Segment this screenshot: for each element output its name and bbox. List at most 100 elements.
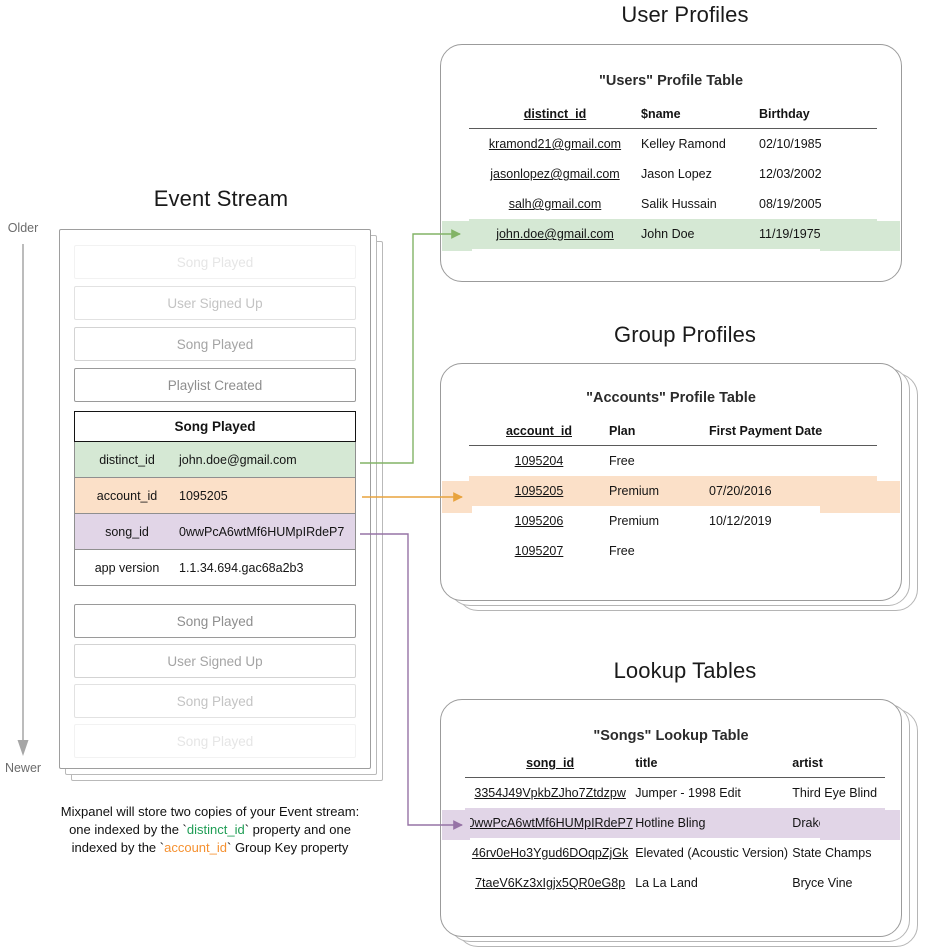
cell-song-id: 7taeV6Kz3xIgjx5QR0eG8p xyxy=(475,876,626,890)
column-header-plan: Plan xyxy=(609,424,636,438)
event-card[interactable]: Song Played xyxy=(74,684,356,718)
property-key: song_id xyxy=(105,524,149,539)
cell-song-id: 0wwPcA6wtMf6HUMpIRdeP7 xyxy=(467,816,633,830)
table-row[interactable]: 1095207 Free xyxy=(469,536,877,566)
group-profiles-panel: "Accounts" Profile Table account_id Plan… xyxy=(440,363,918,615)
cell-title: La La Land xyxy=(635,876,698,890)
event-card-label: Song Played xyxy=(176,733,254,749)
table-row-highlighted[interactable]: 0wwPcA6wtMf6HUMpIRdeP7 Hotline Bling Dra… xyxy=(465,808,885,838)
timeline-newer-label: Newer xyxy=(4,761,42,775)
cell-account-id: 1095205 xyxy=(514,484,564,498)
event-card-label: User Signed Up xyxy=(167,295,263,311)
cell-account-id: 1095204 xyxy=(514,454,564,468)
table-row[interactable]: 46rv0eHo3Ygud6DOqpZjGk Elevated (Acousti… xyxy=(465,838,885,868)
users-highlight-bleed-left xyxy=(442,221,472,251)
column-header-birthday: Birthday xyxy=(759,107,810,121)
accounts-profile-table: account_id Plan First Payment Date 10952… xyxy=(469,424,877,566)
cell-song-id: 46rv0eHo3Ygud6DOqpZjGk xyxy=(471,846,629,860)
accounts-highlight-bleed-right xyxy=(820,481,900,513)
cell-distinct-id: jasonlopez@gmail.com xyxy=(490,167,620,181)
column-header-first-payment-date: First Payment Date xyxy=(709,424,823,438)
songs-table-title: "Songs" Lookup Table xyxy=(593,728,749,744)
event-card-label: Song Played xyxy=(176,613,254,629)
property-value: john.doe@gmail.com xyxy=(179,452,297,467)
cell-birthday: 08/19/2005 xyxy=(759,197,822,211)
event-card-label: Song Played xyxy=(176,693,254,709)
caption-token-account-id: account_id xyxy=(164,840,227,855)
cell-name: Jason Lopez xyxy=(641,167,712,181)
cell-first-payment-date xyxy=(709,536,877,566)
cell-first-payment-date xyxy=(709,446,877,477)
table-row[interactable]: kramond21@gmail.com Kelley Ramond 02/10/… xyxy=(469,129,877,160)
cell-song-id: 3354J49VpkbZJho7Ztdzpw xyxy=(474,786,626,800)
event-property-row-account-id: account_id 1095205 xyxy=(74,478,356,514)
caption-line-3a: indexed by the ` xyxy=(71,840,165,855)
cell-birthday: 11/19/1975 xyxy=(759,227,821,241)
accounts-table-title: "Accounts" Profile Table xyxy=(586,390,756,406)
cell-birthday: 12/03/2002 xyxy=(759,167,822,181)
event-card-label: Song Played xyxy=(176,254,254,270)
accounts-profile-card: "Accounts" Profile Table account_id Plan… xyxy=(440,363,902,601)
property-key: distinct_id xyxy=(99,452,155,467)
column-header-song-id: song_id xyxy=(526,756,575,770)
event-card[interactable]: User Signed Up xyxy=(74,644,356,678)
event-property-row-distinct-id: distinct_id john.doe@gmail.com xyxy=(74,442,356,478)
cell-distinct-id: john.doe@gmail.com xyxy=(496,227,614,241)
cell-name: Kelley Ramond xyxy=(641,137,726,151)
cell-artist: State Champs xyxy=(792,846,872,860)
table-row[interactable]: jasonlopez@gmail.com Jason Lopez 12/03/2… xyxy=(469,159,877,189)
event-stream-panel: Song Played User Signed Up Song Played P… xyxy=(59,229,383,781)
cell-first-payment-date: 07/20/2016 xyxy=(709,484,772,498)
property-key: account_id xyxy=(96,488,158,503)
cell-plan: Free xyxy=(609,544,635,558)
expanded-event-title: Song Played xyxy=(74,411,356,442)
event-stream-title: Event Stream xyxy=(153,186,289,211)
songs-lookup-table: song_id title artist 3354J49VpkbZJho7Ztd… xyxy=(465,756,885,898)
property-value: 1.1.34.694.gac68a2b3 xyxy=(179,560,304,575)
column-header-name: $name xyxy=(641,107,681,121)
cell-first-payment-date: 10/12/2019 xyxy=(709,514,772,528)
cell-distinct-id: salh@gmail.com xyxy=(508,197,602,211)
table-row[interactable]: 1095206 Premium 10/12/2019 xyxy=(469,506,877,536)
column-header-account-id: account_id xyxy=(506,424,572,438)
property-value: 1095205 xyxy=(179,488,228,503)
event-card[interactable]: Playlist Created xyxy=(74,368,356,402)
caption-line-1: Mixpanel will store two copies of your E… xyxy=(60,804,360,819)
caption-line-3b: ` Group Key property xyxy=(227,840,349,855)
event-card[interactable]: Song Played xyxy=(74,245,356,279)
column-header-artist: artist xyxy=(792,756,823,770)
event-card[interactable]: Song Played xyxy=(74,604,356,638)
cell-title: Hotline Bling xyxy=(635,816,706,830)
users-table-title: "Users" Profile Table xyxy=(598,73,744,89)
cell-title: Jumper - 1998 Edit xyxy=(635,786,741,800)
cell-plan: Premium xyxy=(609,484,660,498)
accounts-highlight-bleed-left xyxy=(442,481,472,513)
table-row-highlighted[interactable]: 1095205 Premium 07/20/2016 xyxy=(469,476,877,506)
cell-artist: Bryce Vine xyxy=(792,876,853,890)
cell-account-id: 1095207 xyxy=(514,544,564,558)
table-row-highlighted[interactable]: john.doe@gmail.com John Doe 11/19/1975 xyxy=(469,219,877,249)
event-stream-caption: Mixpanel will store two copies of your E… xyxy=(30,803,390,857)
user-profiles-panel: "Users" Profile Table distinct_id $name … xyxy=(440,44,910,288)
timeline-older-label: Older xyxy=(7,221,39,235)
table-row[interactable]: 3354J49VpkbZJho7Ztdzpw Jumper - 1998 Edi… xyxy=(465,778,885,809)
event-card[interactable]: Song Played xyxy=(74,327,356,361)
property-value: 0wwPcA6wtMf6HUMpIRdeP7 xyxy=(179,524,345,539)
cell-name: Salik Hussain xyxy=(641,197,717,211)
cell-plan: Premium xyxy=(609,514,660,528)
table-row[interactable]: 1095204 Free xyxy=(469,446,877,477)
table-row[interactable]: salh@gmail.com Salik Hussain 08/19/2005 xyxy=(469,189,877,219)
cell-artist: Third Eye Blind xyxy=(792,786,878,800)
event-card[interactable]: User Signed Up xyxy=(74,286,356,320)
cell-title: Elevated (Acoustic Version) xyxy=(635,846,789,860)
event-card[interactable]: Song Played xyxy=(74,724,356,758)
users-highlight-bleed-right xyxy=(820,221,900,251)
users-profile-table: distinct_id $name Birthday kramond21@gma… xyxy=(469,107,877,249)
caption-token-distinct-id: distinct_id xyxy=(186,822,245,837)
column-header-distinct-id: distinct_id xyxy=(523,107,587,121)
expanded-event-card[interactable]: Song Played distinct_id john.doe@gmail.c… xyxy=(74,411,356,586)
group-profiles-title: Group Profiles xyxy=(613,322,756,347)
cell-account-id: 1095206 xyxy=(514,514,564,528)
table-row[interactable]: 7taeV6Kz3xIgjx5QR0eG8p La La Land Bryce … xyxy=(465,868,885,898)
event-card-label: Playlist Created xyxy=(167,377,263,393)
